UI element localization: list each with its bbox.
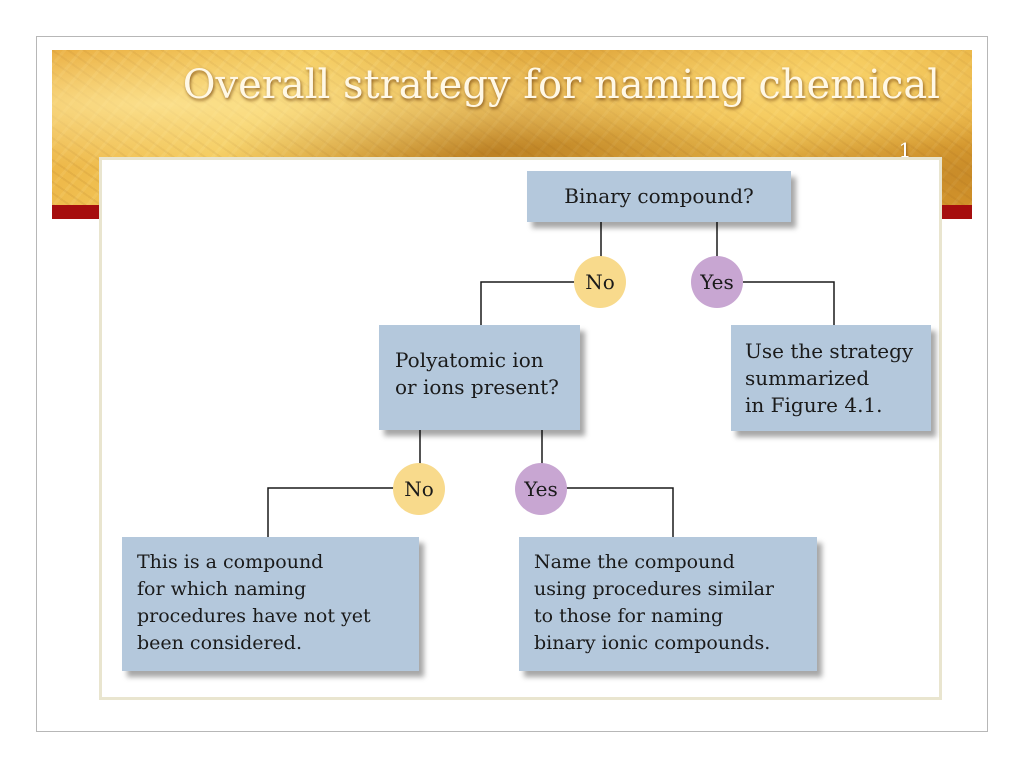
poly-no-label: No [404,477,434,501]
binary-compound-text: Binary compound? [564,184,754,208]
strategy-result-line-1: Use the strategy [745,339,914,363]
slide-title: Overall strategy for naming chemical [182,62,940,108]
strategy-result-line-3: in Figure 4.1. [745,393,883,417]
binary-compound-box: Binary compound? [527,171,791,222]
root-no-circle: No [574,256,626,308]
root-yes-circle: Yes [691,256,743,308]
polyatomic-question-line-2: or ions present? [395,375,559,399]
ionic-result-line-3: to those for naming [534,605,724,627]
unconsidered-result-box: This is a compound for which naming proc… [122,537,419,671]
ionic-result-line-2: using procedures similar [534,578,774,600]
unconsidered-result-line-2: for which naming [137,578,307,600]
strategy-result-line-2: summarized [745,366,870,390]
polyatomic-question-box: Polyatomic ion or ions present? [379,325,580,430]
poly-yes-label: Yes [524,477,558,501]
ionic-result-line-4: binary ionic compounds. [534,632,771,654]
connector-yes-ionic [566,487,674,537]
connector-no-polyatomic [480,281,575,325]
unconsidered-result-line-3: procedures have not yet [137,605,371,627]
poly-no-circle: No [393,463,445,515]
root-yes-label: Yes [700,270,734,294]
root-no-label: No [585,270,615,294]
page-number: 1 [898,138,912,162]
connector-yes-strategy [743,281,835,325]
unconsidered-result-line-4: been considered. [137,632,303,654]
poly-yes-circle: Yes [515,463,567,515]
ionic-result-box: Name the compound using procedures simil… [519,537,817,671]
polyatomic-question-line-1: Polyatomic ion [395,348,544,372]
unconsidered-result-line-1: This is a compound [137,551,324,573]
strategy-result-box: Use the strategy summarized in Figure 4.… [731,325,931,431]
ionic-result-line-1: Name the compound [534,551,735,573]
connector-no-unconsidered [267,487,394,537]
